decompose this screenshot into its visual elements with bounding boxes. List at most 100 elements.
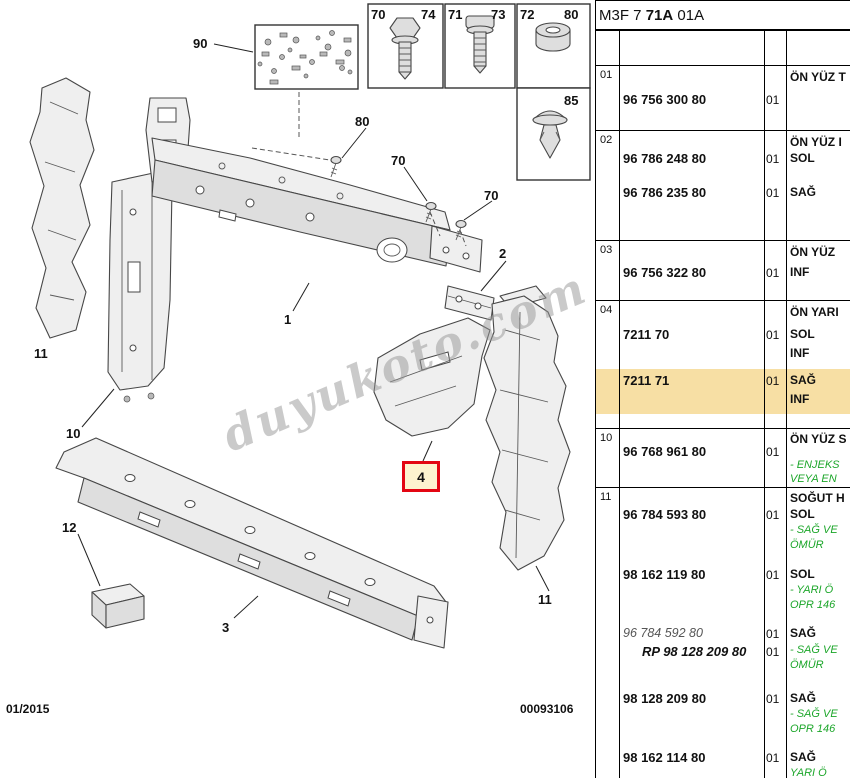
part-side: SAĞ (790, 750, 817, 764)
part-note: - SAĞ VE (790, 524, 838, 536)
callout-label-2[interactable]: 2 (499, 246, 507, 261)
part-note: ÖMÜR (790, 539, 824, 551)
part-qty: 01 (766, 266, 780, 280)
exploded-view-diagram: 90 80 70 70 2 1 11 10 12 3 11 70 74 71 7… (6, 3, 595, 716)
part-qty: 01 (766, 751, 780, 765)
row-group-02[interactable]: 02 ÖN YÜZ I 96 786 248 80 01 SOL 96 786 … (596, 131, 850, 241)
box-label-70: 70 (371, 7, 386, 22)
column-divider (619, 31, 620, 778)
part-side-2: INF (790, 346, 810, 360)
row-title: ÖN YÜZ S (790, 432, 847, 446)
row-index: 10 (600, 432, 613, 444)
part-note: - SAĞ VE (790, 708, 838, 720)
part-number: 7211 71 (623, 373, 670, 388)
row-group-03[interactable]: 03 ÖN YÜZ 96 756 322 80 01 INF (596, 241, 850, 301)
part-qty: 01 (766, 186, 780, 200)
code-main: 71A (645, 7, 674, 24)
parts-table: M3F 7 71A 01A 01 ÖN YÜZ T 96 756 300 80 … (595, 0, 850, 779)
row-title: ÖN YÜZ T (790, 70, 846, 84)
part-number: 98 162 114 80 (623, 750, 706, 765)
callout-box-70-74[interactable] (367, 3, 444, 89)
part-3-lower-crossmember[interactable] (55, 437, 449, 649)
row-index: 04 (600, 304, 613, 316)
callout-label-12[interactable]: 12 (62, 520, 77, 535)
part-number: 96 756 322 80 (623, 265, 707, 280)
footer-date: 01/2015 (6, 702, 50, 716)
part-qty: 01 (766, 445, 780, 459)
part-side: INF (790, 265, 810, 279)
part-number: 96 786 235 80 (623, 185, 707, 200)
selected-callout-4[interactable]: 4 (402, 461, 440, 492)
part-number: 96 786 248 80 (623, 151, 707, 166)
catalog-code: M3F 7 71A 01A (596, 1, 850, 31)
part-10-panel[interactable] (107, 171, 173, 403)
part-number: 96 768 961 80 (623, 444, 707, 459)
row-group-10[interactable]: 10 ÖN YÜZ S 96 768 961 80 01 - ENJEKS VE… (596, 429, 850, 488)
box-label-73: 73 (491, 7, 506, 22)
part-side: SOL (790, 151, 815, 165)
part-2-bracket[interactable] (444, 285, 495, 321)
code-suffix: 01A (673, 7, 705, 24)
part-12-pad[interactable] (91, 583, 145, 629)
row-title: SOĞUT H (790, 491, 845, 505)
part-number: 98 162 119 80 (623, 567, 706, 582)
row-index: 03 (600, 244, 613, 256)
part-note: YARI Ö (790, 767, 827, 779)
part-side: SAĞ (790, 626, 817, 640)
part-qty: 01 (766, 692, 780, 706)
callout-label-11-right[interactable]: 11 (538, 592, 552, 607)
alignment-lines (251, 92, 467, 247)
part-qty: 01 (766, 568, 780, 582)
row-group-11[interactable]: 11 SOĞUT H 96 784 593 80 01 SOL - SAĞ VE… (596, 488, 850, 779)
part-note: - ENJEKS (790, 459, 840, 471)
row-group-04[interactable]: 04 ÖN YARI 7211 70 01 SOL INF 7211 71 01… (596, 301, 850, 429)
box-label-74: 74 (421, 7, 436, 22)
part-side-2: INF (790, 392, 810, 406)
superseded-part-number: 96 784 592 80 (623, 626, 703, 640)
callout-box-71-73[interactable] (444, 3, 516, 89)
selected-row-highlight (596, 369, 850, 414)
replacement-part-number: RP 98 128 209 80 (642, 644, 747, 659)
callout-label-10[interactable]: 10 (66, 426, 81, 441)
part-4-panel[interactable] (373, 317, 491, 437)
callout-label-1[interactable]: 1 (284, 312, 292, 327)
callout-label-70b[interactable]: 70 (484, 188, 499, 203)
part-qty: 01 (766, 374, 780, 388)
part-note: OPR 146 (790, 599, 836, 611)
code-prefix: M3F 7 (599, 7, 646, 24)
part-number: 96 756 300 80 (623, 92, 707, 107)
row-index: 02 (600, 134, 613, 146)
part-qty: 01 (766, 152, 780, 166)
diagram-artwork (29, 3, 591, 649)
row-title: ÖN YARI (790, 305, 839, 319)
box-label-72: 72 (520, 7, 535, 22)
hardware-kit-box[interactable] (254, 24, 359, 90)
part-side: SAĞ (790, 373, 817, 387)
row-index: 11 (600, 491, 612, 503)
part-note: VEYA EN (790, 473, 837, 485)
callout-box-85[interactable] (516, 87, 591, 181)
callout-label-90[interactable]: 90 (193, 36, 208, 51)
part-number: 98 128 209 80 (623, 691, 707, 706)
part-1-upper-crossmember[interactable] (145, 97, 483, 273)
part-11-right-panel[interactable] (483, 285, 571, 571)
part-11-left-panel[interactable] (29, 77, 95, 339)
footer-doc-number: 00093106 (520, 702, 574, 716)
part-side: SAĞ (790, 691, 817, 705)
part-qty: 01 (766, 645, 780, 659)
part-side: SOL (790, 507, 815, 521)
part-qty: 01 (766, 93, 780, 107)
callout-label-11-left[interactable]: 11 (34, 346, 48, 361)
callout-label-80[interactable]: 80 (355, 114, 370, 129)
part-note: ÖMÜR (790, 659, 824, 671)
part-note: - YARI Ö (790, 584, 834, 596)
column-divider (786, 31, 787, 778)
row-title: ÖN YÜZ I (790, 135, 842, 149)
part-note: - SAĞ VE (790, 644, 838, 656)
callout-label-70a[interactable]: 70 (391, 153, 406, 168)
column-divider (764, 31, 765, 778)
callout-label-3[interactable]: 3 (222, 620, 230, 635)
part-side: SOL (790, 327, 815, 341)
row-group-01[interactable]: 01 ÖN YÜZ T 96 756 300 80 01 (596, 66, 850, 131)
part-qty: 01 (766, 508, 780, 522)
